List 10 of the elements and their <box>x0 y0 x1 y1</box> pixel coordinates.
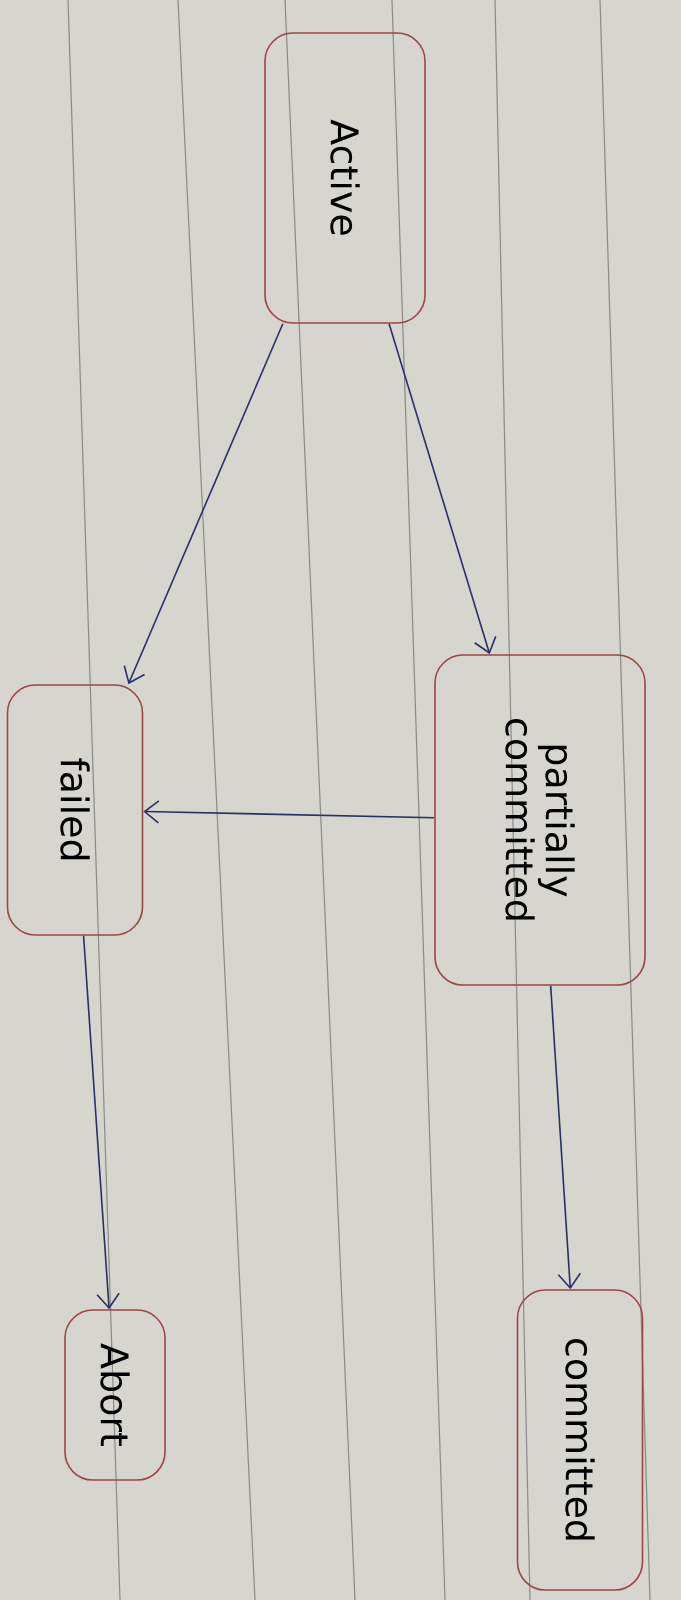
state-box: Active <box>264 32 426 324</box>
arrow <box>123 323 284 685</box>
state-box: Abort <box>64 1309 166 1481</box>
state-box: failed <box>6 684 144 936</box>
state-box: committed <box>516 1289 644 1591</box>
arrow <box>549 985 582 1290</box>
state-box: partially committed <box>434 654 646 986</box>
arrow <box>82 935 120 1310</box>
arrow <box>388 323 497 655</box>
arrow <box>143 800 435 824</box>
